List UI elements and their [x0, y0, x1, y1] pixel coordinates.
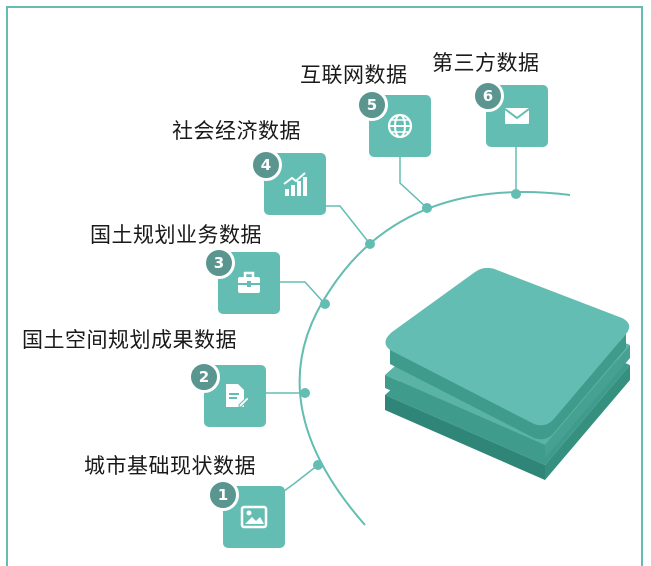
badge-1: 1 — [207, 479, 239, 511]
chart-growth-icon — [283, 172, 307, 196]
node-1 — [313, 460, 323, 470]
label-socioeconomic-data: 社会经济数据 — [172, 119, 301, 143]
badge-3: 3 — [203, 247, 235, 279]
node-2 — [300, 388, 310, 398]
node-4 — [365, 239, 375, 249]
main-arc — [298, 191, 571, 526]
label-third-party-data: 第三方数据 — [432, 51, 540, 75]
globe-icon — [387, 113, 413, 139]
image-icon — [240, 505, 268, 529]
connector-4 — [325, 205, 371, 245]
node-3 — [320, 299, 330, 309]
document-edit-icon — [226, 384, 250, 408]
node-5 — [422, 203, 432, 213]
badge-2: 2 — [188, 361, 220, 393]
label-spatial-planning-data: 国土空间规划成果数据 — [22, 328, 237, 352]
mail-icon — [504, 108, 530, 124]
connector-5 — [399, 157, 428, 209]
label-urban-base-data: 城市基础现状数据 — [84, 454, 256, 478]
stack-layer-top — [385, 267, 630, 440]
badge-6: 6 — [472, 80, 504, 112]
badge-5: 5 — [356, 89, 388, 121]
briefcase-icon — [238, 271, 260, 293]
badge-4: 4 — [250, 149, 282, 181]
label-land-business-data: 国土规划业务数据 — [90, 223, 262, 247]
diagram-frame — [6, 6, 643, 566]
label-internet-data: 互联网数据 — [300, 63, 408, 87]
connector-3 — [280, 281, 326, 305]
node-6 — [511, 189, 521, 199]
